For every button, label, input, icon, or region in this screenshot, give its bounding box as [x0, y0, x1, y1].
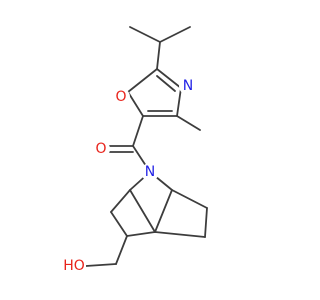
ring-nitrogen-label: N	[183, 78, 193, 94]
bond-top-carbon-down	[110, 211, 128, 237]
bond-ch2-oh	[85, 263, 117, 267]
ring-oxygen-bg	[112, 88, 130, 106]
molecule-diagram: O O N N HO	[0, 0, 300, 300]
bridge-nitrogen-bg	[141, 163, 159, 181]
atom-labels: O O N N HO	[62, 77, 197, 275]
bond-isopropyl-ring	[156, 41, 161, 70]
bond-right-bridgehead-outer	[171, 189, 208, 209]
bond-lines	[85, 26, 208, 267]
bond-right-outer-down	[204, 207, 208, 238]
hydroxyl-bg	[62, 257, 86, 275]
bond-n3-c2-double	[156, 68, 182, 89]
bond-methyl-a	[129, 26, 161, 43]
bond-methyl-b	[159, 26, 191, 43]
bond-left-bridgehead-top	[110, 189, 131, 213]
bond-right-bridgehead-center	[154, 189, 173, 233]
bond-ring-carbonyl	[132, 115, 144, 147]
ring-oxygen-label: O	[115, 89, 126, 105]
bridge-nitrogen-label: N	[145, 164, 155, 180]
bond-right-lower-center	[154, 231, 206, 238]
bond-ring-ch2	[115, 235, 128, 265]
bond-left-bridgehead-center	[129, 189, 156, 233]
bond-c2-o1	[127, 68, 158, 93]
carbonyl-oxygen-label: O	[95, 141, 106, 157]
bond-o1-c5	[127, 91, 144, 117]
bond-lower-left-bridgehead	[126, 231, 156, 237]
carbonyl-oxygen-bg	[92, 140, 110, 158]
ring-nitrogen-bg	[179, 77, 197, 95]
bond-n3-c2-double-inner	[156, 75, 176, 92]
canvas-background	[0, 0, 300, 300]
bond-c4-n3	[176, 87, 182, 117]
hydroxyl-label: HO	[63, 258, 85, 274]
bond-ring-methyl	[176, 115, 201, 131]
